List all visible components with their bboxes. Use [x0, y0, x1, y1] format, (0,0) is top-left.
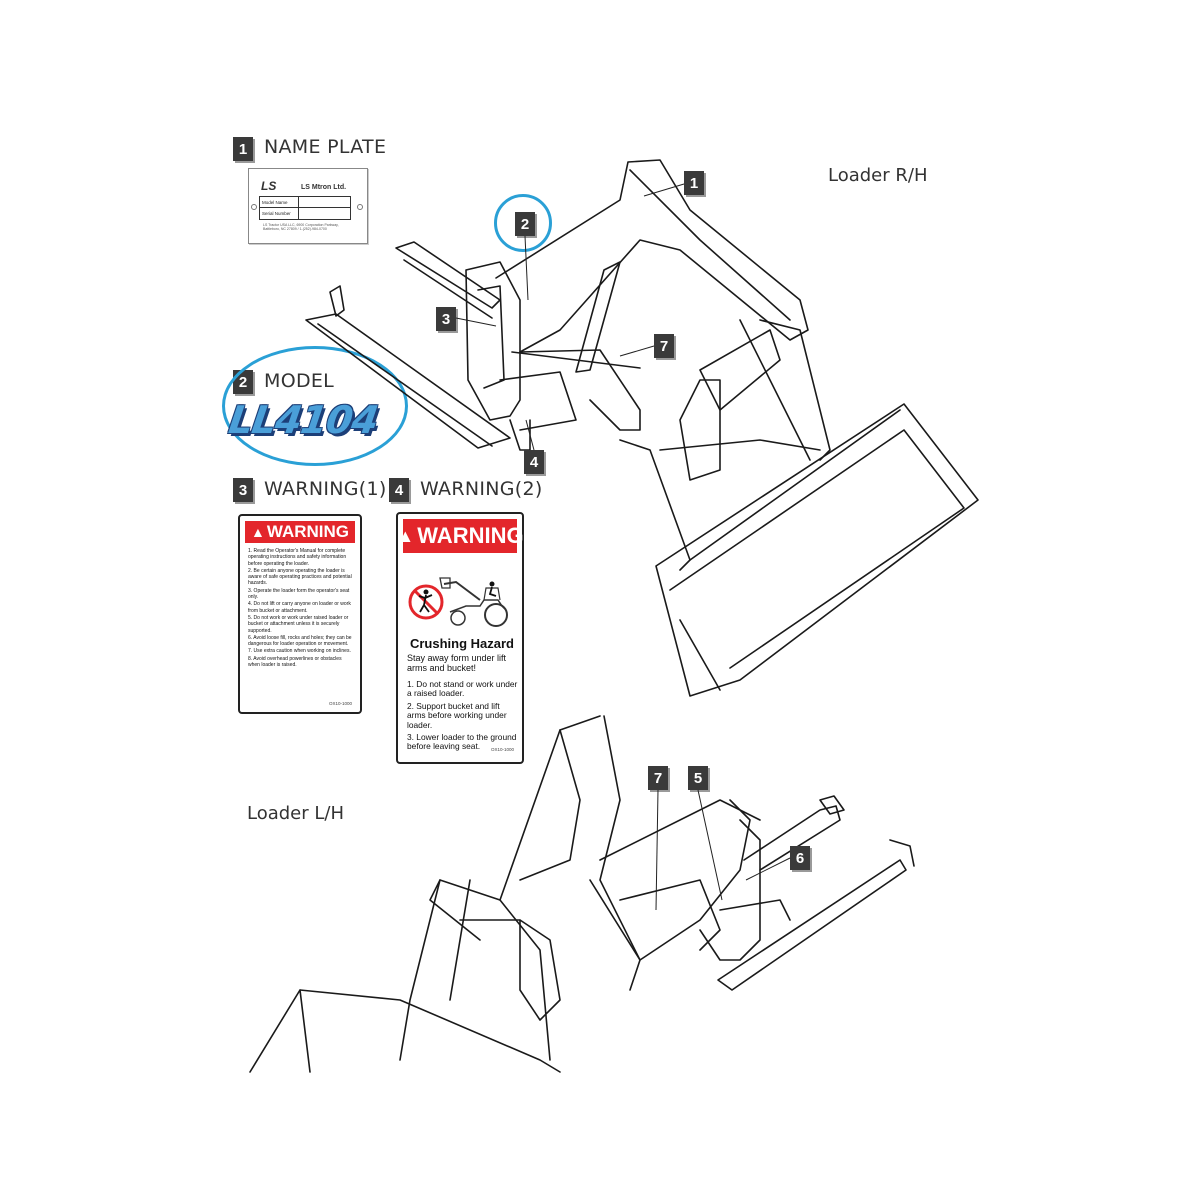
warning2-subtitle: Stay away form under lift arms and bucke…: [407, 653, 507, 673]
diagram-callout-4: 4: [524, 450, 544, 474]
legend-num-1: 1: [233, 137, 253, 161]
loader-lh-drawing: [249, 715, 915, 1073]
list-item: 3. Operate the loader form the operator'…: [248, 587, 350, 601]
warning2-header: ▲ WARNING: [396, 519, 524, 553]
ls-logo: LS: [261, 179, 277, 193]
nameplate-heading: NAME PLATE: [264, 136, 387, 158]
diagram-callout-1: 1: [684, 171, 704, 195]
diagram-callout-7: 7: [648, 766, 668, 790]
warning-triangle-icon: ▲: [250, 524, 265, 540]
rivet-hole-right: [357, 204, 363, 210]
list-item: 8. Avoid overhead powerlines or obstacle…: [248, 655, 342, 669]
nameplate-table: Model Name Serial Number: [259, 196, 351, 220]
warning2-list: 1. Do not stand or work under a raised l…: [407, 679, 519, 755]
warning1-heading: WARNING(1): [264, 478, 387, 500]
model-highlight-ellipse: [222, 346, 408, 466]
warning1-header-text: WARNING: [266, 522, 350, 541]
warning1-code: OX10-1000: [328, 701, 352, 706]
list-item: 4. Do not lift or carry anyone on loader…: [248, 601, 351, 614]
list-item: 6. Avoid loose fill, rocks and holes; th…: [248, 634, 352, 648]
crushing-hazard-pictogram: [408, 577, 508, 627]
list-item: 7. Use extra caution when working on inc…: [248, 648, 351, 655]
diagram-callout-5: 5: [688, 766, 708, 790]
list-item: 2. Be certain anyone operating the loade…: [248, 567, 352, 587]
warning2-decal: ▲ WARNING Crushing Hazard Stay away form…: [396, 512, 524, 764]
model-name-label: Model Name: [262, 197, 299, 207]
rivet-hole-left: [251, 204, 257, 210]
warning-triangle-icon: ▲: [396, 525, 415, 546]
list-item: 1. Read the Operator's Manual for comple…: [248, 548, 347, 567]
serial-number-label: Serial Number: [262, 208, 299, 219]
legend-num-3: 3: [233, 478, 253, 502]
nameplate-row: Serial Number: [260, 208, 350, 219]
list-item: 5. Do not work or work under raised load…: [248, 614, 349, 634]
diagram-callout-3: 3: [436, 307, 456, 331]
loader-lh-label: Loader L/H: [247, 803, 345, 824]
list-item: 3. Lower loader to the ground before lea…: [407, 732, 517, 752]
warning2-heading: WARNING(2): [420, 478, 543, 500]
list-item: 2. Support bucket and lift arms before w…: [407, 700, 507, 730]
warning1-list: 1. Read the Operator's Manual for comple…: [248, 548, 354, 669]
list-item: 1. Do not stand or work under a raised l…: [407, 679, 518, 699]
nameplate-company: LS Mtron Ltd.: [301, 184, 347, 191]
callout-2-highlight-circle: [494, 194, 552, 252]
diagram-callout-7: 7: [654, 334, 674, 358]
warning2-code: OX10-1000: [490, 747, 514, 752]
warning2-header-text: WARNING: [417, 523, 524, 548]
legend-num-4: 4: [389, 478, 409, 502]
loader-rh-label: Loader R/H: [828, 165, 928, 186]
loader-rh-drawing: [305, 159, 979, 697]
warning1-header: ▲ WARNING: [245, 521, 355, 543]
warning2-title: Crushing Hazard: [409, 636, 514, 651]
nameplate-address: LS Tractor USA LLC, 6900 Corporation Par…: [263, 223, 339, 231]
warning1-decal: ▲ WARNING 1. Read the Operator's Manual …: [238, 514, 362, 714]
diagram-callout-6: 6: [790, 846, 810, 870]
nameplate-decal: LS LS Mtron Ltd. Model Name Serial Numbe…: [248, 168, 368, 244]
nameplate-row: Model Name: [260, 197, 350, 208]
